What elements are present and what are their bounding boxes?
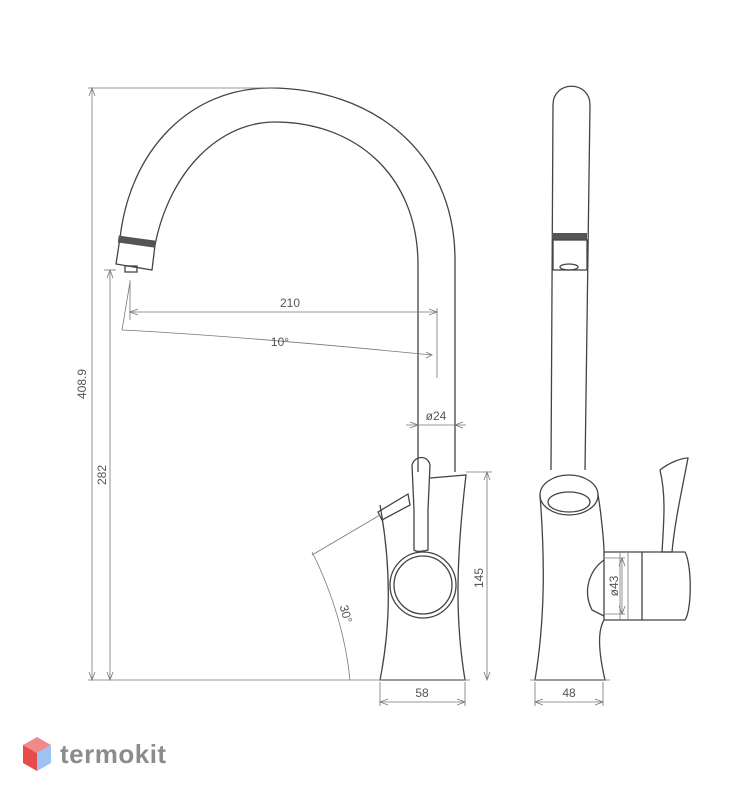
spout-outer-contour [119, 87, 456, 472]
dim-base-width-front: 58 [415, 686, 429, 700]
dim-spout-height: 282 [95, 465, 109, 485]
side-collar-outer [539, 474, 599, 516]
brand-name: termokit [60, 738, 167, 769]
dim-spout-diameter: ø24 [426, 409, 447, 423]
dim-lever-angle: 30° [337, 603, 355, 624]
cold-lever [377, 492, 411, 521]
side-handle-body [642, 551, 691, 621]
handle-knob-inner [393, 555, 453, 615]
dim-body-height: 145 [472, 568, 486, 588]
side-recess [587, 559, 605, 617]
dim-total-height: 408.9 [75, 369, 89, 399]
dim-base-width-side: 48 [562, 686, 576, 700]
handle-lever [411, 456, 431, 553]
brand-cube-icon [23, 737, 51, 771]
side-lever [659, 457, 689, 553]
side-dimensions: ø43 48 [533, 556, 626, 706]
dim-handle-diameter: ø43 [607, 575, 621, 596]
dim-spout-angle: 10° [271, 335, 289, 349]
handle-knob-outer [389, 551, 457, 619]
side-aerator [552, 239, 588, 271]
lever-swing-tip [311, 551, 317, 561]
brand-logo: termokit [22, 736, 167, 772]
side-body [534, 494, 606, 681]
side-aerator-band [553, 233, 587, 240]
lever-swing-arc [315, 559, 351, 681]
spout-inner-contour [154, 121, 419, 472]
dim-reach: 210 [280, 296, 300, 310]
aerator-nozzle [124, 265, 138, 273]
front-view [88, 87, 470, 681]
lever-swing-line [311, 514, 381, 556]
side-handle-cartridge [604, 551, 643, 621]
side-view [530, 85, 691, 681]
side-spout-tube [550, 85, 591, 471]
side-aerator-nozzle [559, 263, 579, 271]
front-dimensions: 408.9 282 210 10° ø24 145 30° 58 [75, 86, 492, 706]
faucet-body [379, 474, 467, 681]
aerator-band [117, 235, 156, 248]
side-collar-inner [547, 491, 591, 513]
